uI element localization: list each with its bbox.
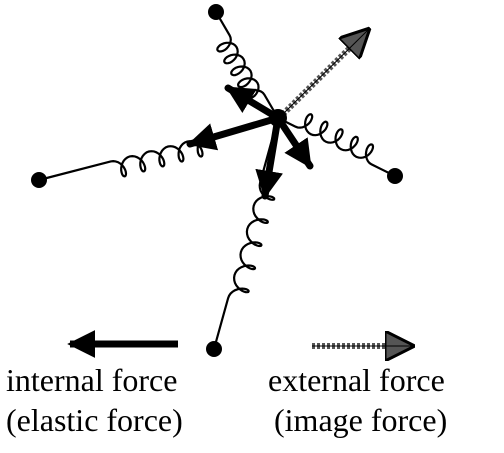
spring-bottom [212,116,280,351]
center-node [269,109,287,127]
internal-arrow-down-right [274,114,314,170]
external-force-label: external force [268,362,445,398]
spring-right [276,113,397,178]
internal-force-arrows [186,84,314,200]
elastic-force-label: (elastic force) [6,402,183,438]
image-force-label: (image force) [274,402,448,438]
left-node [31,172,47,188]
internal-arrow-left [186,114,282,151]
bottom-node [206,341,222,357]
external-force-arrow [280,30,368,117]
internal-arrow-up-left [224,84,282,122]
right-node [387,168,403,184]
top-node [208,4,224,20]
internal-force-label: internal force [6,362,178,398]
internal-arrow-down [255,114,283,200]
